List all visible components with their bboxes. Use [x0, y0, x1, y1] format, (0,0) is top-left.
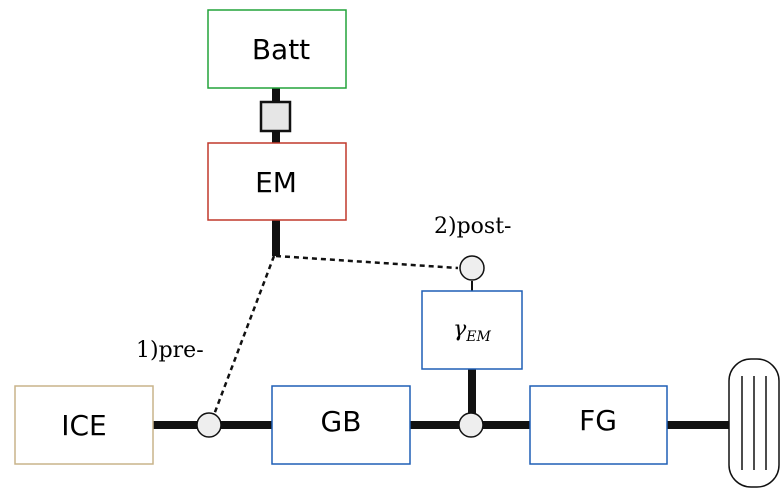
gamma-em-label: γEM [453, 317, 491, 345]
fg-box [529, 385, 668, 465]
junction-post [459, 255, 485, 281]
battery-connector [259, 100, 292, 133]
em-box [207, 142, 347, 221]
gb-label: GB [321, 405, 362, 438]
gamma-subscript: EM [465, 329, 491, 345]
wheel-icon [728, 358, 780, 488]
junction-pre [196, 412, 222, 438]
annotation-pre: 1)pre- [136, 338, 204, 363]
annotation-post: 2)post- [434, 214, 511, 239]
em-label: EM [255, 166, 297, 199]
ice-box [14, 385, 154, 465]
gamma-symbol: γ [453, 317, 467, 342]
batt-label: Batt [252, 33, 310, 66]
junction-post-gearbox [458, 412, 484, 438]
gamma-em-box [421, 290, 523, 370]
batt-box [207, 9, 347, 89]
ice-label: ICE [61, 409, 107, 442]
dashed-link-post [275, 254, 459, 270]
gb-box [271, 385, 411, 465]
fg-label: FG [579, 404, 617, 437]
dashed-link-pre [210, 255, 276, 421]
